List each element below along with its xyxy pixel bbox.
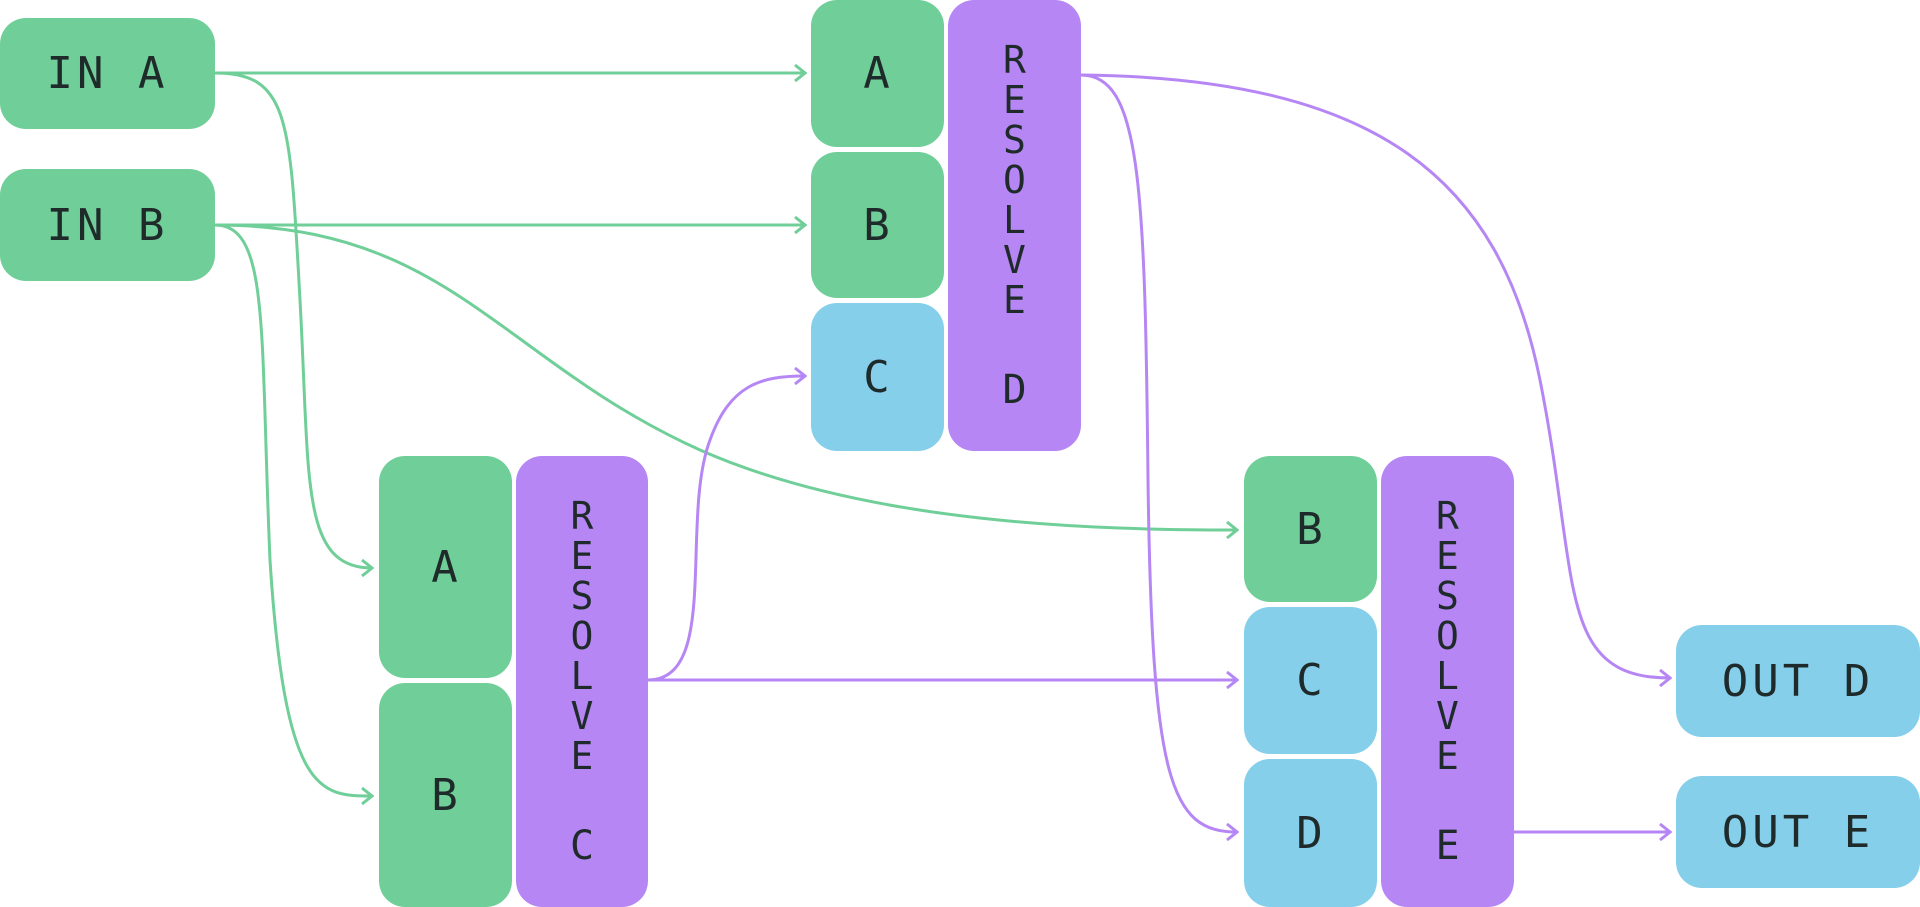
port-label: B — [863, 199, 892, 251]
resolve-name: D — [1002, 367, 1027, 413]
resolve-d-block[interactable]: R E S O L V E D — [948, 0, 1081, 451]
resolve-d-port-c[interactable]: C — [811, 303, 944, 451]
edge-resolve-c-to-resolve-d-c — [647, 376, 805, 682]
resolve-e-port-d[interactable]: D — [1244, 759, 1377, 907]
port-label: A — [431, 541, 460, 593]
output-label: OUT E — [1721, 806, 1875, 858]
resolve-e-port-c[interactable]: C — [1244, 607, 1377, 754]
port-label: B — [1296, 503, 1325, 555]
resolve-c-port-a[interactable]: A — [379, 456, 512, 678]
resolve-name: E — [1435, 823, 1460, 869]
output-label: OUT D — [1721, 655, 1875, 707]
input-label: IN B — [46, 199, 169, 251]
port-label: B — [431, 769, 460, 821]
input-node-in-a[interactable]: IN A — [0, 18, 215, 129]
edge-resolve-d-to-out-d — [1080, 73, 1670, 678]
edge-in-b-to-resolve-c-b — [214, 223, 372, 796]
resolve-name: C — [569, 823, 595, 869]
output-node-out-d[interactable]: OUT D — [1676, 625, 1920, 737]
input-node-in-b[interactable]: IN B — [0, 169, 215, 281]
resolve-word: R E S O L V E — [570, 494, 594, 778]
input-label: IN A — [46, 48, 169, 99]
resolve-d-port-a[interactable]: A — [811, 0, 944, 147]
resolve-d-port-b[interactable]: B — [811, 152, 944, 298]
port-label: C — [863, 351, 892, 403]
edge-resolve-d-to-resolve-e-d — [1080, 73, 1237, 832]
port-label: D — [1296, 807, 1325, 859]
resolve-e-block[interactable]: R E S O L V E E — [1381, 456, 1514, 907]
resolve-e-port-b[interactable]: B — [1244, 456, 1377, 602]
output-node-out-e[interactable]: OUT E — [1676, 776, 1920, 888]
resolve-word: R E S O L V E — [1436, 494, 1459, 778]
resolve-word: R E S O L V E — [1003, 38, 1026, 322]
edge-in-a-to-resolve-c-a — [214, 71, 372, 568]
resolve-c-port-b[interactable]: B — [379, 683, 512, 907]
port-label: A — [863, 48, 892, 99]
edge-in-b-to-resolve-e-b — [214, 223, 1237, 530]
port-label: C — [1296, 655, 1325, 706]
resolve-c-block[interactable]: R E S O L V E C — [516, 456, 648, 907]
